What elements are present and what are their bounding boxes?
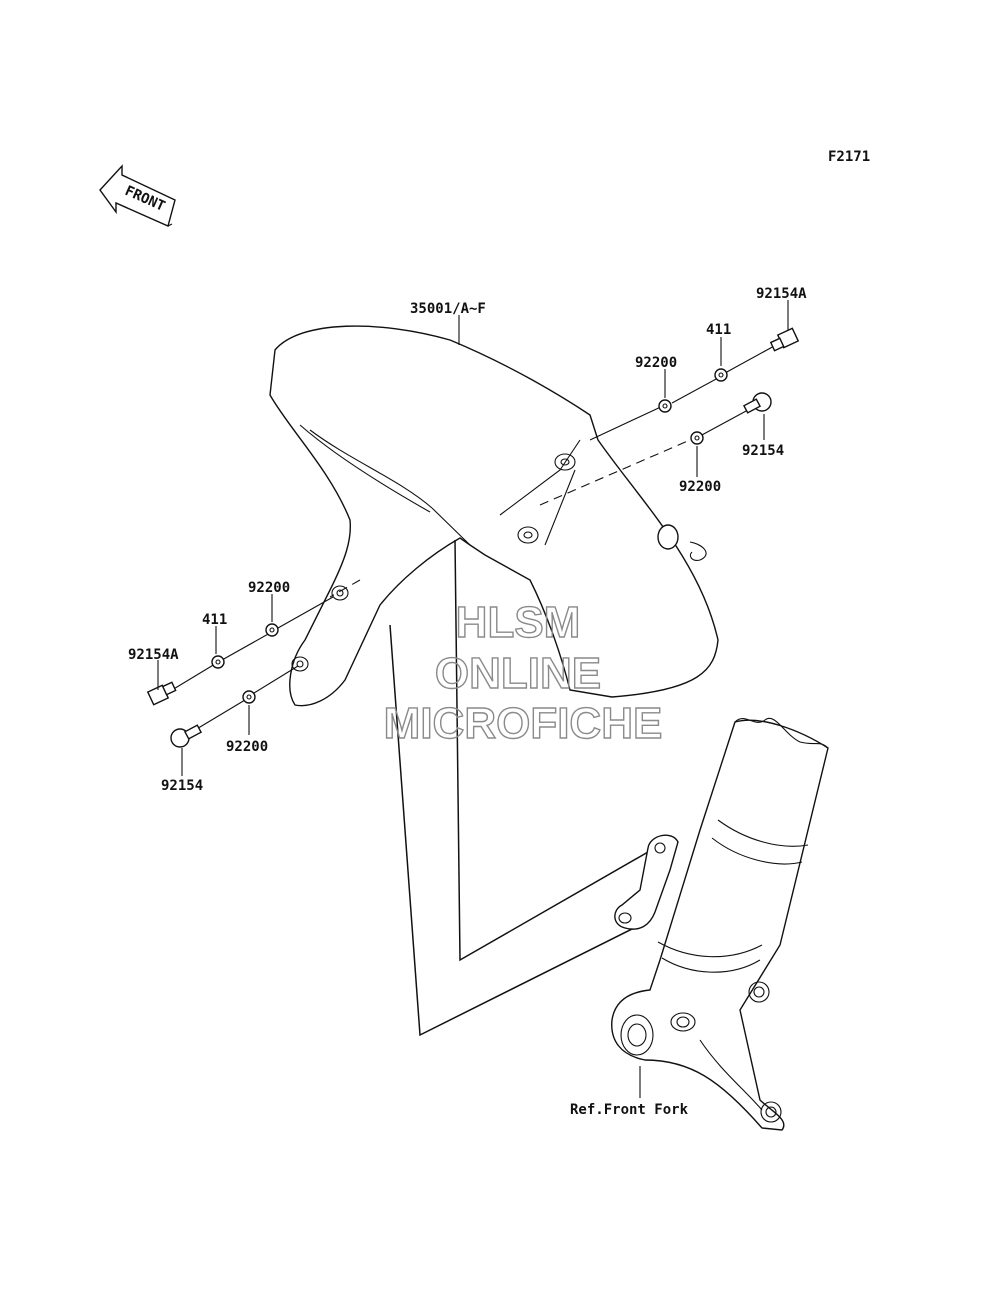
label-411-right: 411	[706, 322, 731, 338]
bolt-92154a-right	[769, 327, 800, 352]
washer-92200-right-bottom	[690, 431, 704, 445]
fender-fork-outline	[389, 539, 656, 1037]
watermark-line3: MICROFICHE	[384, 699, 663, 748]
front-fork	[611, 717, 829, 1131]
label-92200-right-bottom: 92200	[679, 479, 721, 495]
washer-92200-left-top	[265, 623, 279, 637]
label-92154a-left: 92154A	[128, 647, 179, 663]
label-35001: 35001/A~F	[410, 301, 486, 317]
front-arrow-icon: FRONT	[99, 164, 176, 227]
collar-411-left	[211, 655, 225, 669]
washer-92200-right-top	[658, 399, 672, 413]
assembly-lines	[171, 344, 777, 734]
bolt-92154a-left	[146, 681, 177, 706]
bolt-92154-right	[742, 392, 772, 414]
watermark: HLSM ONLINE MICROFICHE	[383, 597, 663, 748]
label-front-fork-ref: Ref.Front Fork	[570, 1102, 689, 1118]
watermark-line1: HLSM	[456, 598, 581, 647]
front-fender	[269, 325, 719, 707]
leader-lines	[157, 300, 789, 1098]
bolt-92154-left	[170, 724, 203, 748]
washer-92200-left-bottom	[242, 690, 256, 704]
label-92200-left-top: 92200	[248, 580, 290, 596]
watermark-line2: ONLINE	[435, 649, 601, 698]
label-92200-left-bottom: 92200	[226, 739, 268, 755]
label-92154-right: 92154	[742, 443, 784, 459]
label-92200-right-top: 92200	[635, 355, 677, 371]
figure-code: F2171	[828, 149, 870, 165]
label-92154-left: 92154	[161, 778, 203, 794]
label-411-left: 411	[202, 612, 227, 628]
label-92154a-right: 92154A	[756, 286, 807, 302]
collar-411-right	[714, 368, 728, 382]
